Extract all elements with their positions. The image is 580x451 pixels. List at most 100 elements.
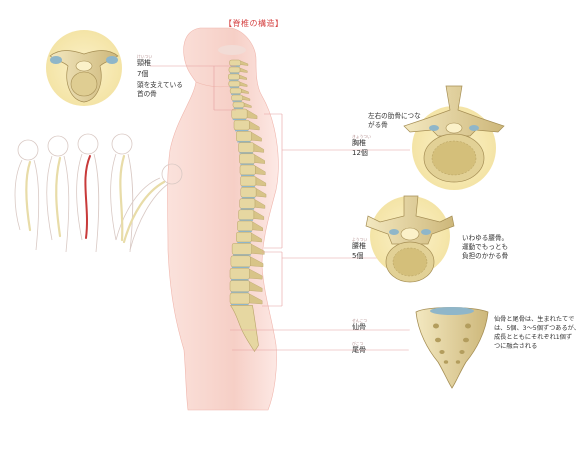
lumbar-desc-line1: いわゆる腰骨。 [462,234,509,242]
vertebra [239,198,256,209]
thoracic-desc-line1: 左右の肋骨につな [368,112,421,120]
vertebra [233,119,250,131]
spinous-process [255,188,267,198]
cervical-name: 頸椎 [137,59,151,67]
vertebra [240,187,257,198]
vertebra [239,153,256,164]
spinous-process [241,88,249,94]
intervertebral-disc [240,174,255,177]
vertebra [238,209,255,220]
spine-column [218,45,267,352]
vertebra [231,94,244,101]
spinous-process [253,210,265,220]
thoracic-name: 胸椎 [352,139,366,147]
vertebra [236,131,252,142]
leader-thoracic [264,113,410,249]
intervertebral-disc [235,130,249,132]
sacrum-coccyx-desc-line2: は、5個、3～5個ずつあるが、 [494,325,580,332]
lumbar-count: 5個 [352,252,364,260]
lumbar-vertebra-inset [365,195,455,283]
cervical-ruby: けいつい [137,54,153,59]
thoracic-ruby: きょうつい [352,134,371,139]
spinous-process [255,176,267,187]
vertebra [229,59,242,66]
sacrum-coccyx-desc-line3: 成長とともにそれぞれ1個ず [494,334,573,341]
spinous-process [249,281,263,292]
spinous-process [251,132,262,142]
spinous-process [249,120,260,131]
intervertebral-disc [237,242,251,244]
intervertebral-disc [231,93,241,95]
intervertebral-disc [241,186,255,188]
spinous-process [242,95,251,101]
vertebra [228,66,241,73]
coccyx-ruby: びこつ [352,341,364,346]
intervertebral-disc [229,86,239,88]
sacrum-inset [408,300,492,389]
vertebra [238,142,255,153]
cervical-count: 7個 [137,70,149,78]
thoracic-desc-line2: がる骨 [368,121,388,129]
intervertebral-disc [233,107,244,109]
lumbar-desc-line3: 負担のかかる骨 [462,252,509,260]
intervertebral-disc [233,254,251,256]
intervertebral-disc [240,163,254,165]
sacrum-coccyx-desc-line1: 仙骨と尾骨は、生まれたてで [494,316,575,323]
posture-spines [25,154,166,244]
vertebra [228,80,241,87]
vertebra [239,164,256,176]
intervertebral-disc [232,100,242,102]
spinous-process [239,81,248,87]
spinous-process [239,74,247,80]
posture-figures [14,133,183,253]
intervertebral-disc [232,118,247,121]
sacrum-ruby: せんこつ [352,318,368,323]
intervertebral-disc [240,208,255,210]
intervertebral-disc [241,197,256,199]
spinous-process [240,60,249,66]
intervertebral-disc [238,230,252,233]
leader-cervical [150,65,236,111]
intervertebral-disc [239,152,253,154]
vertebra [231,108,248,120]
spinous-process [239,67,248,73]
sacrum-name: 仙骨 [352,323,366,331]
title-text: 脊椎の構造 [232,19,275,28]
spinous-process [250,256,264,268]
skull-base [218,45,246,55]
cervical-vertebra-inset [46,30,122,106]
intervertebral-disc [231,291,249,293]
spinous-process [251,244,265,255]
diagram-title: 【脊椎の構造】 [224,19,284,28]
vertebra [232,101,245,108]
lumbar-name: 腰椎 [352,242,366,250]
spinous-process [253,143,264,153]
vertebra [231,243,252,255]
vertebra [229,292,250,305]
vertebra [237,220,254,232]
intervertebral-disc [229,72,240,74]
vertebra [229,87,242,94]
intervertebral-disc [231,279,249,281]
spinous-process [243,102,252,108]
spinous-process [254,199,266,209]
spinous-process [251,232,262,243]
vertebra [236,231,252,243]
sacrum-coccyx-desc-line4: つに融合される [494,343,538,350]
thoracic-count: 12個 [352,149,368,157]
spinous-process [252,221,263,232]
spinous-process [254,154,265,164]
lumbar-ruby: ようつい [352,237,368,242]
vertebra [230,255,251,268]
coccyx-name: 尾骨 [352,346,366,354]
spinous-process [249,268,263,280]
vertebra [229,267,250,280]
cervical-desc-line1: 頭を支えている [137,81,183,89]
leader-lumbar [262,251,392,307]
intervertebral-disc [229,79,239,81]
cervical-desc-line2: 首の骨 [137,90,157,98]
intervertebral-disc [237,141,251,143]
vertebra [228,73,240,80]
spinous-process [249,293,263,305]
